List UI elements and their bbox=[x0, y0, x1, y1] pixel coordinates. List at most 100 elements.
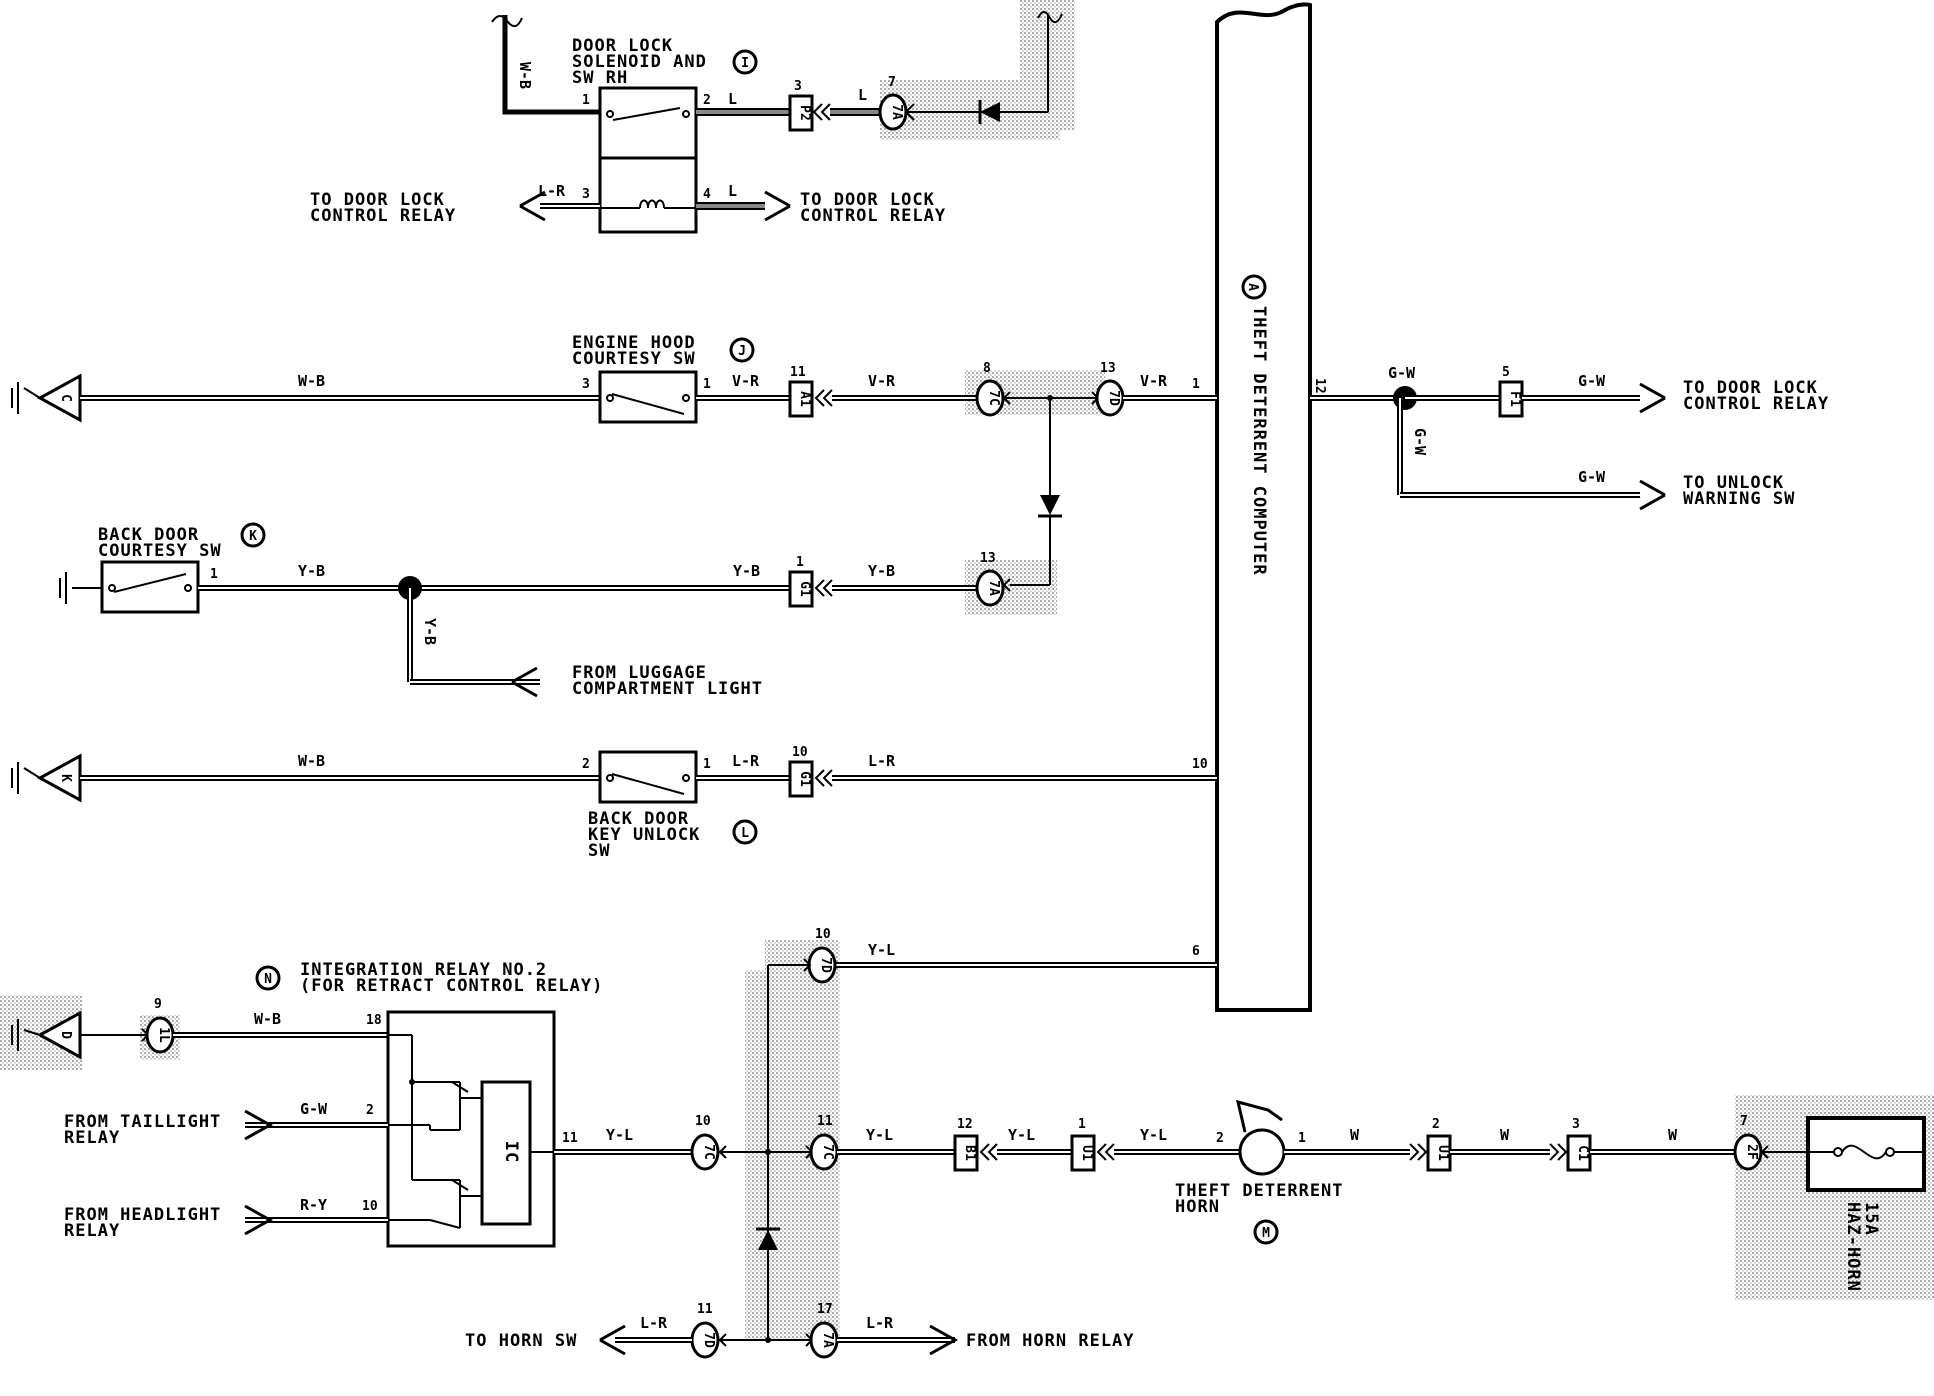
pin-n2: 2 bbox=[366, 1103, 374, 1118]
wire-color-gw-unlock: G-W bbox=[1578, 468, 1606, 486]
component-j-letter: J bbox=[738, 344, 746, 359]
component-n-line1: INTEGRATION RELAY NO.2 bbox=[300, 960, 547, 980]
integration-relay-section: N INTEGRATION RELAY NO.2 (FOR RETRACT CO… bbox=[11, 960, 692, 1248]
wire-color-vr-a1: V-R bbox=[868, 372, 896, 390]
connector-p2: P2 bbox=[797, 105, 812, 121]
component-i-marker: I bbox=[732, 49, 758, 75]
pin-7c-8: 8 bbox=[983, 361, 991, 376]
component-m-letter: M bbox=[1262, 1226, 1270, 1241]
pin-7a-17: 17 bbox=[817, 1302, 833, 1317]
wire-color-yl-u1: Y-L bbox=[1140, 1126, 1167, 1144]
component-a-letter: A bbox=[1245, 283, 1260, 291]
connector-2f: 2F bbox=[1744, 1144, 1759, 1160]
connector-u1-b: U1 bbox=[1435, 1145, 1450, 1161]
wire-color-wb-k: W-B bbox=[298, 752, 325, 770]
wire-color-lr-l1: L-R bbox=[732, 752, 760, 770]
wire-color-l-2: L bbox=[728, 90, 737, 108]
pin-n11: 11 bbox=[562, 1131, 578, 1146]
wire-color-lr-g1: L-R bbox=[868, 752, 896, 770]
component-l-marker: L bbox=[732, 819, 758, 845]
pin-7c-10: 10 bbox=[695, 1114, 711, 1129]
connector-g1-a: G1 bbox=[797, 581, 812, 597]
connector-7d-yl: 7D bbox=[818, 957, 833, 973]
pin-n10: 10 bbox=[362, 1199, 378, 1214]
label-door-lock-relay-gw-1: TO DOOR LOCK bbox=[1683, 378, 1818, 398]
ground-k-label: K bbox=[58, 774, 73, 782]
component-i-line2: SOLENOID AND bbox=[572, 52, 707, 72]
connector-7a-top: 7A bbox=[889, 104, 904, 120]
pin-7d-11: 11 bbox=[697, 1302, 713, 1317]
pin-f1-5: 5 bbox=[1502, 365, 1510, 380]
wire-color-w-1: W bbox=[1350, 1126, 1360, 1144]
component-j-line2: COURTESY SW bbox=[572, 349, 696, 369]
wire-color-ry-10: R-Y bbox=[300, 1196, 327, 1214]
fuse-name: HAZ-HORN bbox=[1843, 1202, 1863, 1292]
component-n-marker: N bbox=[255, 965, 281, 991]
component-m-marker: M bbox=[1253, 1219, 1279, 1245]
pin-2f-7: 7 bbox=[1740, 1114, 1748, 1129]
wire-color-yl-b1: Y-L bbox=[1008, 1126, 1035, 1144]
wire-color-w-c1: W bbox=[1668, 1126, 1678, 1144]
pin-u1-1: 1 bbox=[1078, 1117, 1086, 1132]
pin-1l-9: 9 bbox=[154, 997, 162, 1012]
horn-icon bbox=[1235, 1099, 1286, 1176]
pin-k1: 1 bbox=[210, 567, 218, 582]
ground-k: K bbox=[11, 753, 82, 803]
component-n-letter: N bbox=[264, 972, 272, 987]
connector-b1: B1 bbox=[962, 1145, 977, 1161]
wire-color-wb-top: W-B bbox=[516, 62, 534, 89]
wire-color-w-u1: W bbox=[1500, 1126, 1510, 1144]
component-i-letter: I bbox=[741, 56, 749, 71]
pin-m1: 1 bbox=[1298, 1131, 1306, 1146]
wire-color-yl-7c: Y-L bbox=[866, 1126, 893, 1144]
ground-d-label: D bbox=[58, 1031, 73, 1039]
pin-a-6: 6 bbox=[1192, 944, 1200, 959]
wire-color-lr-horn-sw: L-R bbox=[640, 1314, 668, 1332]
connector-u1-a: U1 bbox=[1079, 1145, 1094, 1161]
label-luggage-light-1: FROM LUGGAGE bbox=[572, 663, 707, 683]
connector-a1: A1 bbox=[797, 391, 812, 407]
wire-color-yb-down: Y-B bbox=[421, 618, 439, 645]
connector-7c-b: 7C bbox=[820, 1144, 835, 1160]
label-taillight-relay-2: RELAY bbox=[64, 1128, 120, 1148]
pin-n18: 18 bbox=[366, 1013, 382, 1028]
engine-hood-section: C W-B 3 1 ENGINE HOOD COURTESY SW J V-R … bbox=[11, 333, 1217, 592]
wire-color-lr-horn-relay: L-R bbox=[866, 1314, 894, 1332]
wire-color-gw-down: G-W bbox=[1411, 428, 1429, 456]
wire-color-l-7: L bbox=[858, 86, 867, 104]
pin-g1-1: 1 bbox=[796, 555, 804, 570]
connector-f1: F1 bbox=[1507, 391, 1522, 407]
label-from-horn-relay: FROM HORN RELAY bbox=[966, 1331, 1135, 1351]
component-i-line3: SW RH bbox=[572, 68, 628, 88]
component-i-line1: DOOR LOCK bbox=[572, 36, 673, 56]
pin-g1-10: 10 bbox=[792, 745, 808, 760]
label-unlock-warning-2: WARNING SW bbox=[1683, 489, 1795, 509]
pin-c1-3: 3 bbox=[1572, 1117, 1580, 1132]
gw-output-section: 12 G-W F1 5 G-W TO DOOR LOCK CONTROL REL… bbox=[1310, 364, 1828, 511]
wire-color-gw-2: G-W bbox=[300, 1100, 328, 1118]
fuse-rating: 15A bbox=[1861, 1202, 1881, 1236]
wire-color-yb-7a: Y-B bbox=[868, 562, 895, 580]
label-headlight-relay-1: FROM HEADLIGHT bbox=[64, 1205, 221, 1225]
label-door-lock-relay-right-2: CONTROL RELAY bbox=[800, 206, 946, 226]
component-a-marker: A bbox=[1241, 274, 1267, 300]
ic-label: IC bbox=[501, 1141, 521, 1163]
pin-a1-11: 11 bbox=[790, 365, 806, 380]
theft-deterrent-computer-label: THEFT DETERRENT COMPUTER bbox=[1249, 306, 1269, 576]
pin-7a-7: 7 bbox=[888, 75, 896, 90]
component-l-line2: KEY UNLOCK bbox=[588, 825, 700, 845]
wire-color-yb-g1: Y-B bbox=[733, 562, 760, 580]
pin-j3: 3 bbox=[582, 377, 590, 392]
pin-p2-3: 3 bbox=[794, 79, 802, 94]
pin-a-12: 12 bbox=[1312, 378, 1327, 394]
ground-c-label: C bbox=[58, 394, 73, 402]
component-l-line1: BACK DOOR bbox=[588, 809, 689, 829]
label-door-lock-relay-right-1: TO DOOR LOCK bbox=[800, 190, 935, 210]
back-door-courtesy-section: 1 BACK DOOR COURTESY SW K Y-B Y-B G1 1 Y… bbox=[59, 522, 1005, 699]
wire-color-wb-c: W-B bbox=[298, 372, 325, 390]
wire-color-yl-11: Y-L bbox=[606, 1126, 633, 1144]
connector-7d-top: 7D bbox=[1106, 390, 1121, 406]
component-j-line1: ENGINE HOOD bbox=[572, 333, 696, 353]
component-m-line1: THEFT DETERRENT bbox=[1175, 1181, 1344, 1201]
